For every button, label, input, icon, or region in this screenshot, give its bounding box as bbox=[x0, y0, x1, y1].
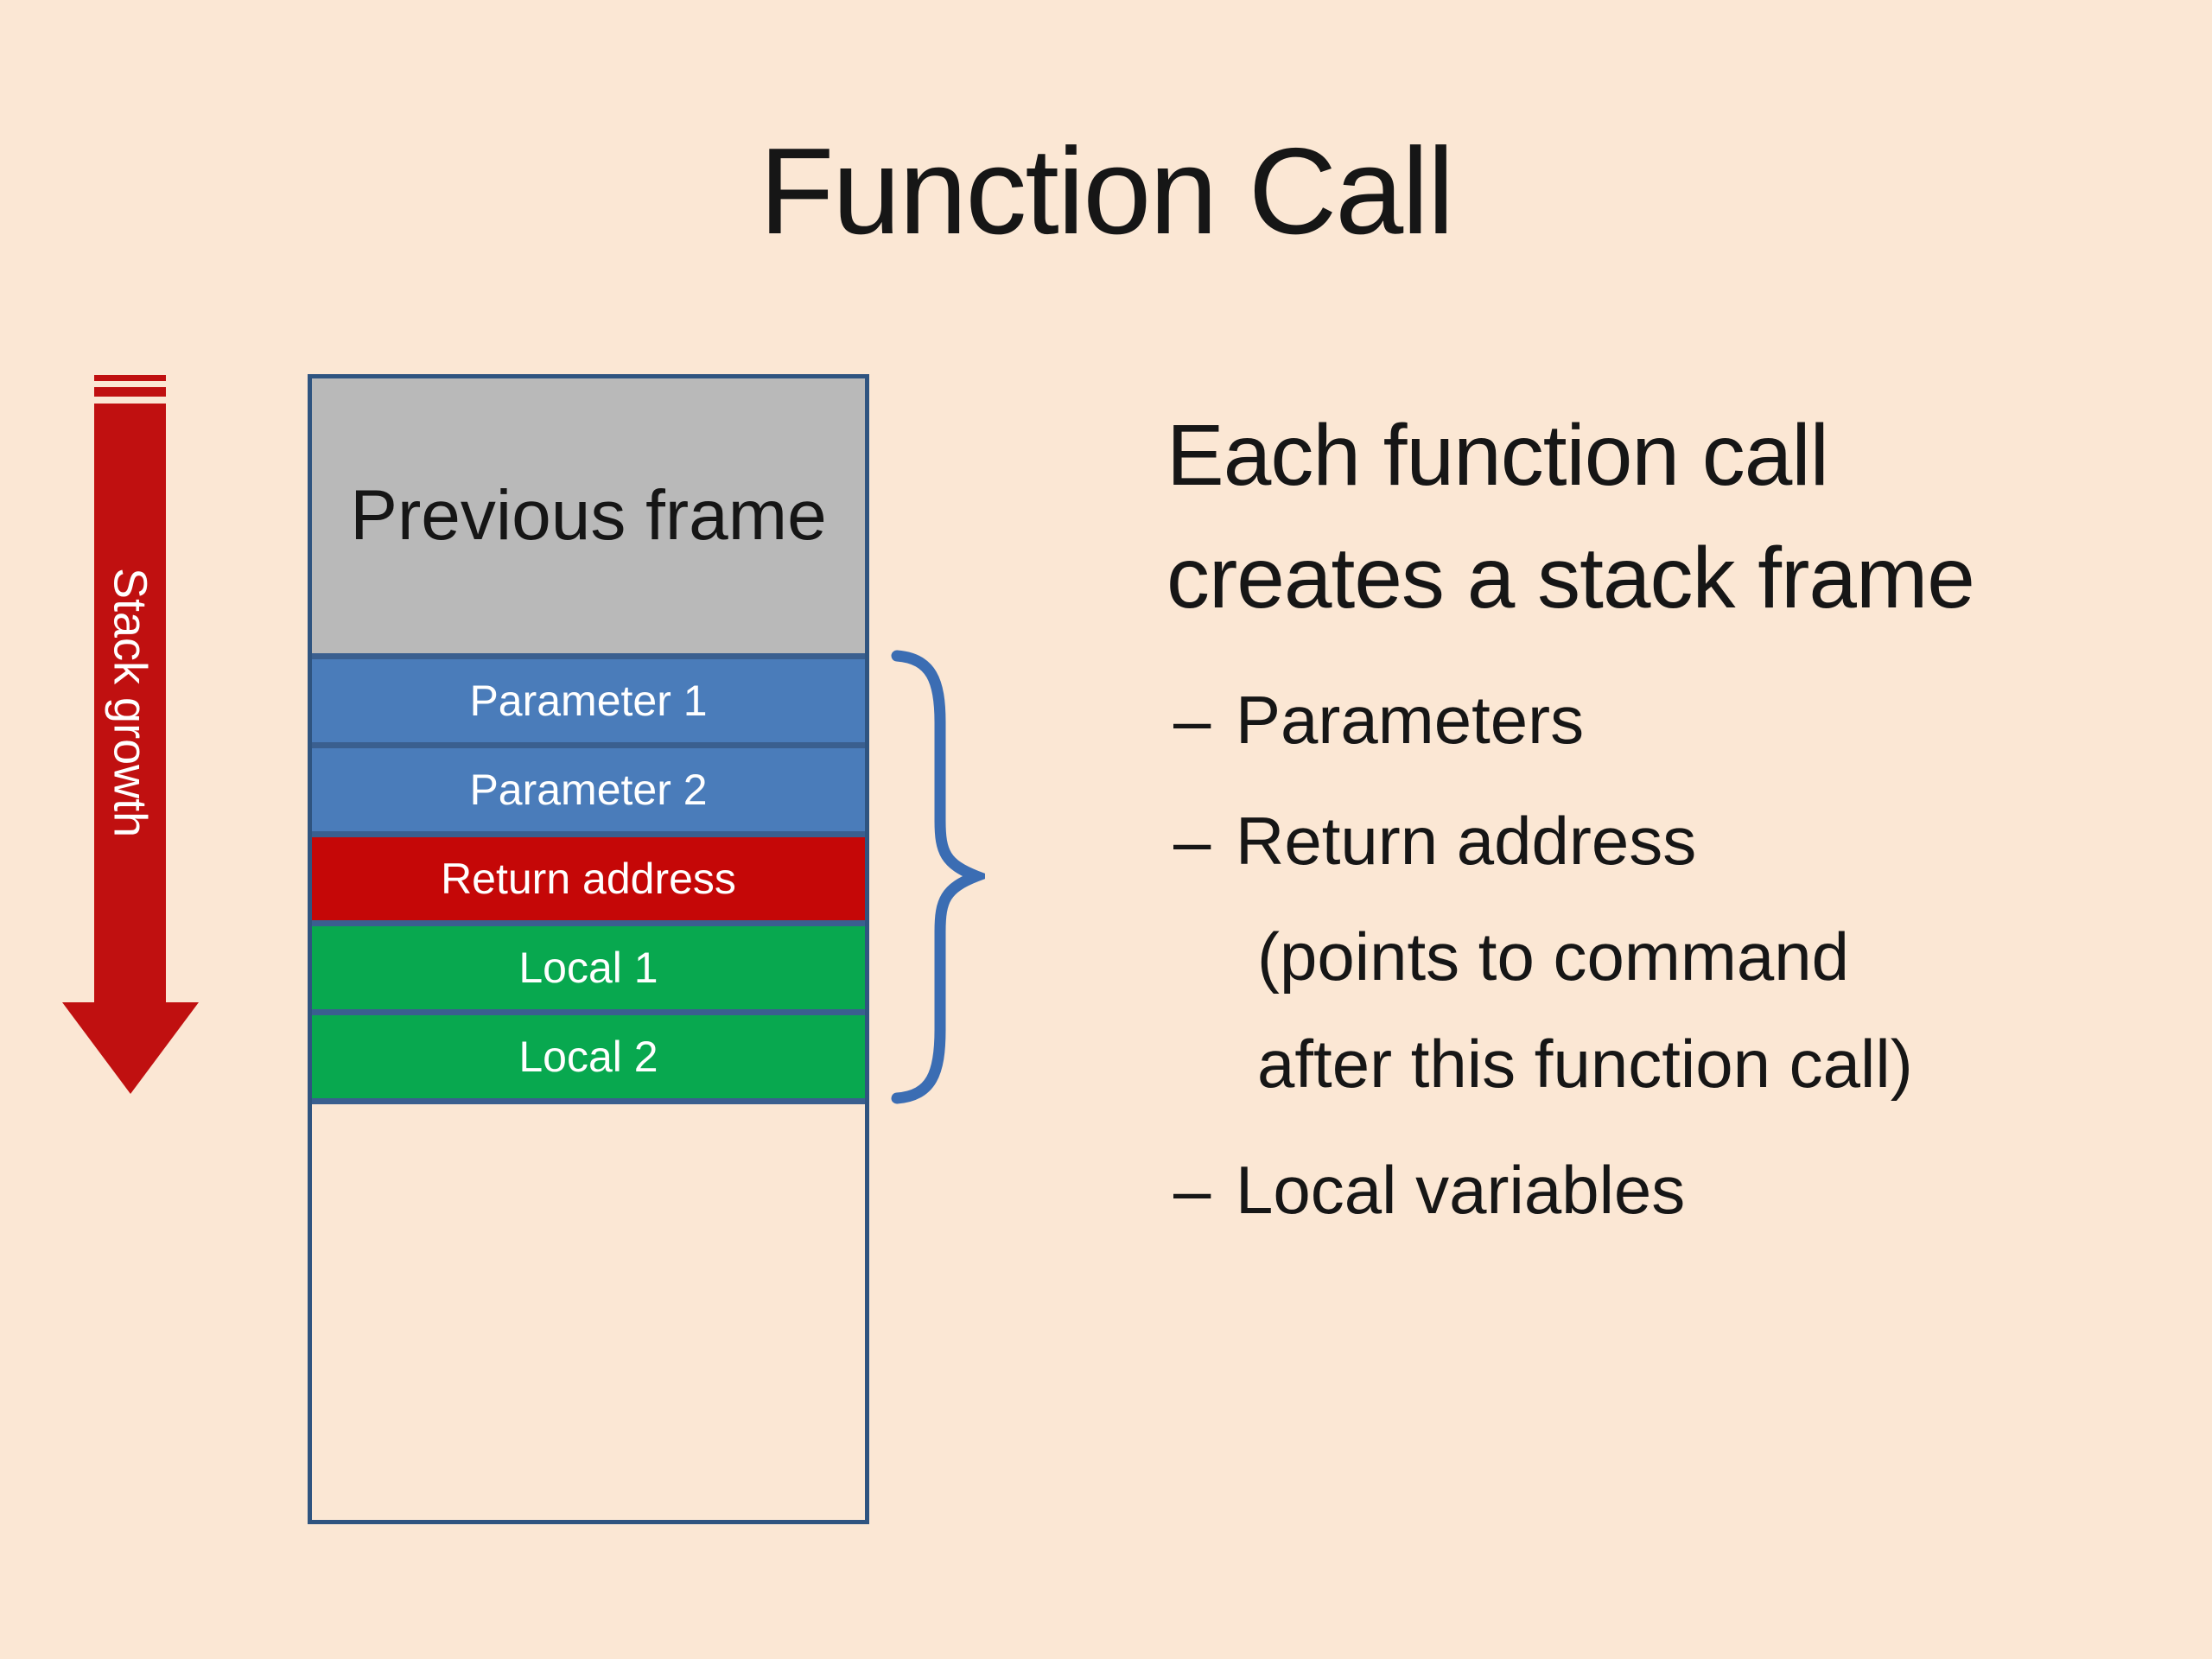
bullet-label: Return address bbox=[1236, 803, 1697, 879]
bullet-label: Local variables bbox=[1236, 1152, 1686, 1228]
bullet-dash: – bbox=[1173, 682, 1211, 758]
down-arrow-icon bbox=[62, 375, 199, 1094]
stack-row-label: Return address bbox=[441, 855, 736, 903]
bullet-dash: – bbox=[1173, 1152, 1211, 1228]
stack-row-local-2: Local 2 bbox=[312, 1009, 865, 1098]
stack-row-label: Parameter 2 bbox=[469, 766, 708, 814]
stack-row-parameter-1: Parameter 1 bbox=[312, 653, 865, 742]
stack-row-local-1: Local 1 bbox=[312, 920, 865, 1009]
previous-frame-label: Previous frame bbox=[350, 476, 827, 555]
previous-frame-cell: Previous frame bbox=[312, 378, 865, 653]
stack-row-label: Parameter 1 bbox=[469, 677, 708, 725]
bullet-label: Parameters bbox=[1236, 682, 1585, 758]
bullet-dash: – bbox=[1173, 803, 1211, 879]
bullet-parameters: – Parameters bbox=[1173, 681, 1584, 760]
heading-line-1: Each function call bbox=[1166, 407, 1829, 504]
stack-box: Previous frame Parameter 1 Parameter 2 R… bbox=[308, 374, 869, 1524]
stack-row-return-address: Return address bbox=[312, 831, 865, 920]
bullet-local-variables: – Local variables bbox=[1173, 1151, 1685, 1230]
stack-growth-label: Stack growth bbox=[104, 568, 156, 838]
note-line-1: (points to command bbox=[1257, 918, 1849, 995]
stack-growth-arrow: Stack growth bbox=[62, 375, 199, 1094]
heading-line-2: creates a stack frame bbox=[1166, 530, 1975, 626]
bullet-return-address: – Return address bbox=[1173, 802, 1696, 880]
empty-stack-space bbox=[312, 1098, 865, 1520]
stack-row-label: Local 1 bbox=[518, 944, 658, 992]
page-title: Function Call bbox=[759, 123, 1455, 260]
stack-row-parameter-2: Parameter 2 bbox=[312, 742, 865, 831]
note-line-2: after this function call) bbox=[1257, 1026, 1913, 1102]
frame-brace-icon bbox=[891, 650, 985, 1104]
stack-row-label: Local 2 bbox=[518, 1033, 658, 1081]
